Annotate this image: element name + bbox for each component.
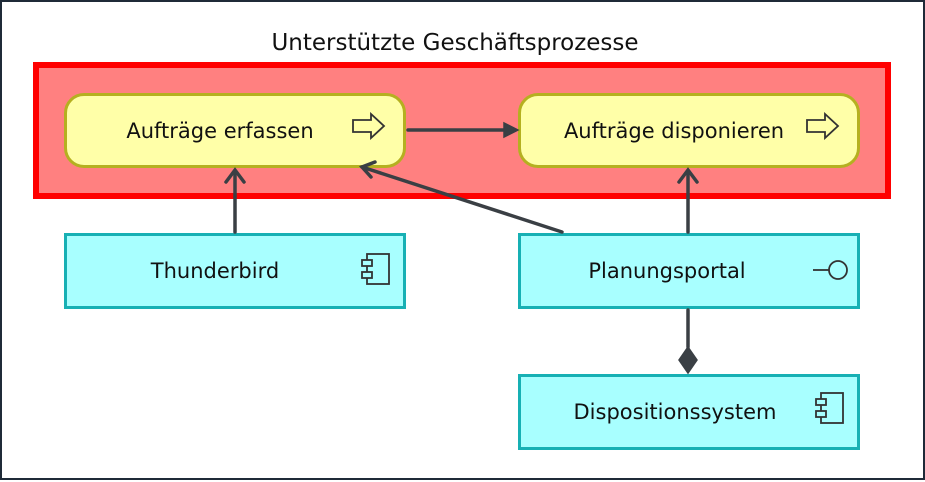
component-icon (815, 392, 844, 424)
component-dispositionssystem[interactable]: Dispositionssystem (518, 374, 860, 450)
serving-connector-planungsportal-erfassen[interactable] (358, 160, 564, 234)
process-auftraege-erfassen[interactable]: Aufträge erfassen (64, 93, 406, 168)
process-arrow-icon (352, 112, 386, 140)
component-icon (361, 253, 390, 285)
serving-connector-thunderbird[interactable] (224, 167, 246, 234)
component-thunderbird[interactable]: Thunderbird (64, 233, 406, 309)
component-label: Thunderbird (150, 259, 280, 283)
group-title: Unterstützte Geschäftsprozesse (271, 30, 639, 56)
component-label: Dispositionssystem (573, 400, 777, 424)
composition-connector[interactable] (678, 308, 698, 375)
component-planungsportal[interactable]: Planungsportal (518, 233, 860, 309)
process-label: Aufträge disponieren (563, 118, 785, 143)
process-label: Aufträge erfassen (126, 118, 314, 143)
component-label: Planungsportal (588, 259, 746, 283)
triggering-connector[interactable] (406, 121, 520, 139)
process-auftraege-disponieren[interactable]: Aufträge disponieren (518, 93, 860, 168)
serving-connector-planungsportal-disponieren[interactable] (677, 167, 699, 234)
process-arrow-icon (806, 112, 840, 140)
interface-lollipop-icon (813, 260, 848, 280)
